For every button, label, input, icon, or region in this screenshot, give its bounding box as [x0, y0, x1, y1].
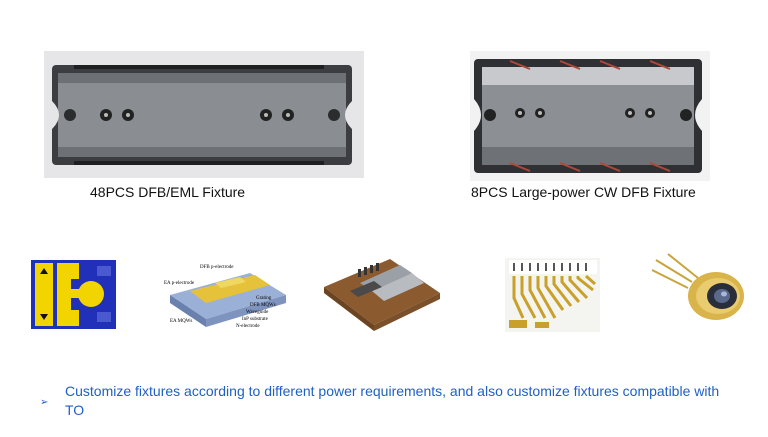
fixture-8pcs-image — [470, 51, 710, 181]
label-ea-mqws: EA MQWs — [170, 319, 193, 324]
label-dfb-mqws: DFB MQWs — [250, 303, 276, 308]
label-inp-substrate: InP substrate — [242, 317, 268, 322]
label-waveguide: Waveguide — [246, 310, 269, 315]
chip-layout-thumbnail — [31, 260, 116, 329]
label-dfb-p-electrode: DFB p-electrode — [200, 265, 234, 270]
customize-note: Customize fixtures according to differen… — [65, 383, 720, 418]
fixture-48pcs-image — [44, 51, 364, 178]
label-n-electrode: N-electrode — [236, 324, 260, 329]
label-grating: Grating — [256, 296, 272, 301]
fixture-8pcs-caption: 8PCS Large-power CW DFB Fixture — [471, 184, 696, 200]
fixture-48pcs-caption: 48PCS DFB/EML Fixture — [90, 184, 246, 200]
bullet-arrow-icon: ➢ — [40, 397, 49, 408]
label-ea-p-electrode: EA p-electrode — [164, 281, 195, 286]
dfb-ea-chip-diagram: DFB p-electrode EA p-electrode Grating D… — [160, 255, 290, 333]
to-can-thumbnail — [651, 253, 744, 320]
pcb-pattern-thumbnail — [505, 258, 600, 332]
submount-thumbnail — [324, 259, 440, 331]
